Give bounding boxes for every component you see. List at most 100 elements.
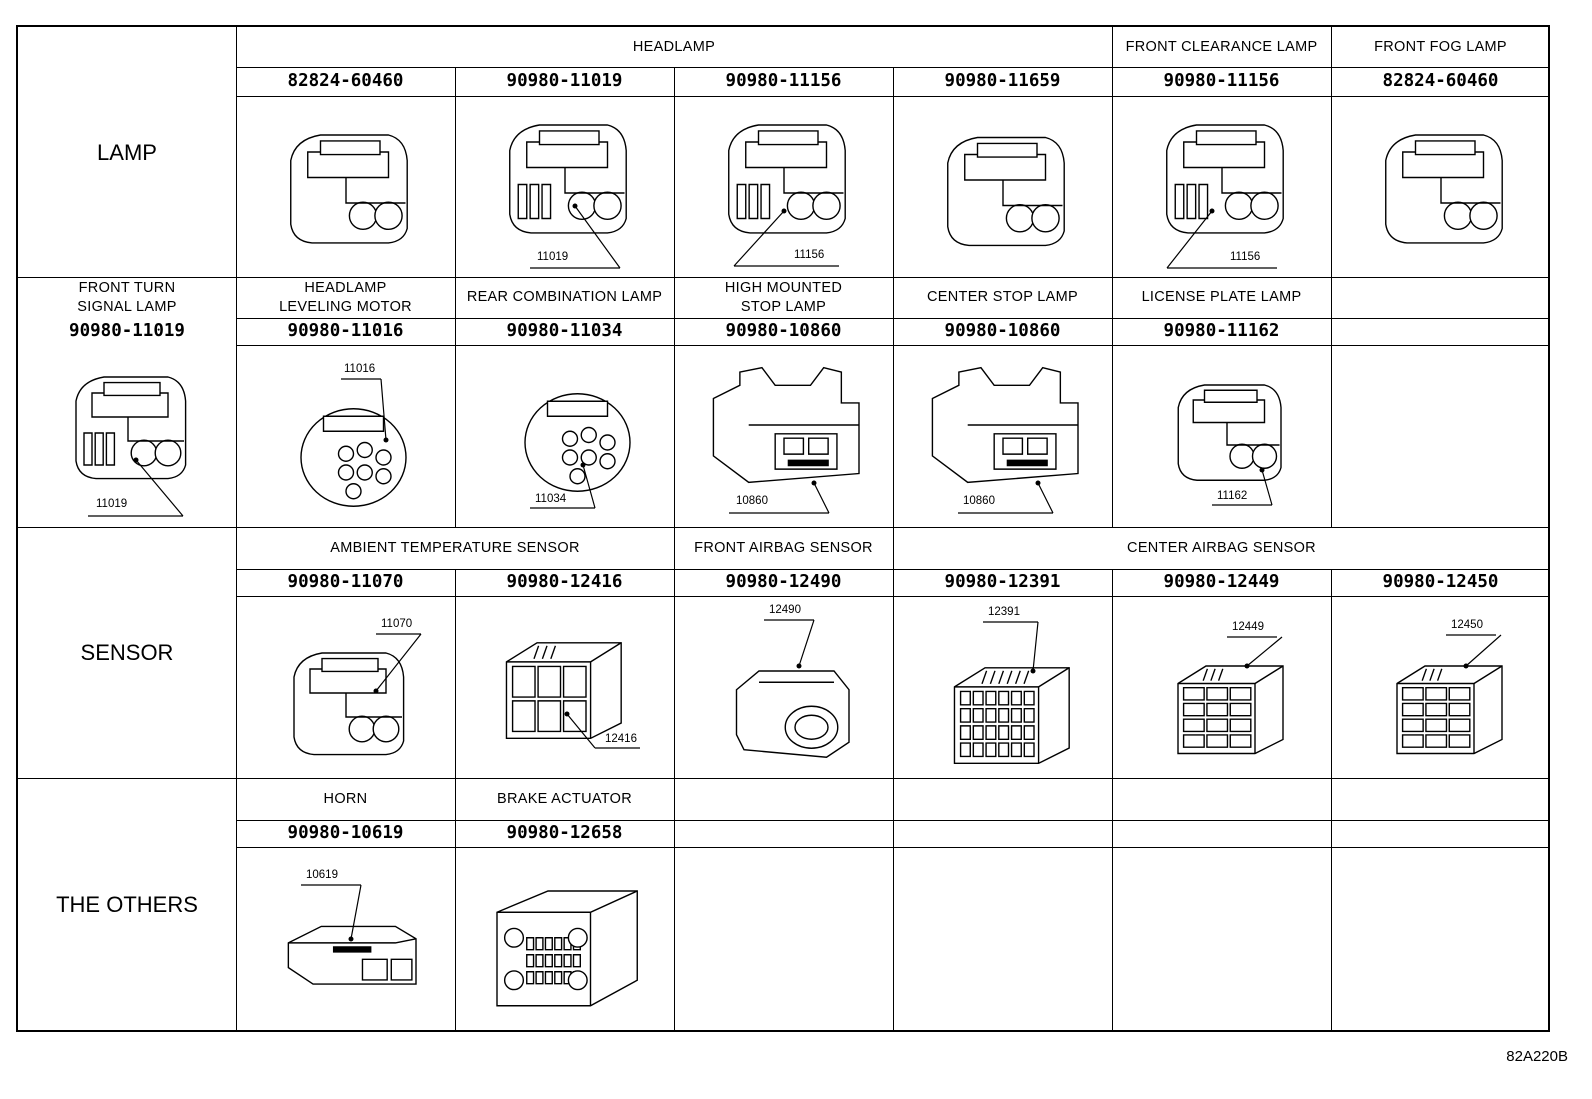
callout-label: 12416 [605,733,637,745]
grid-line [18,778,1550,779]
connector-90980-11034-drawing [495,360,645,510]
grid-line [455,277,456,527]
grid-line [893,778,894,1030]
connector-90980-10619-drawing [261,877,431,1017]
callout-leader [674,596,893,669]
grid-line [18,527,1550,528]
part-number: 90980-10619 [287,823,404,843]
part-number: 90980-10860 [725,321,842,341]
part-number: 90980-11034 [506,321,623,341]
connector-90980-11162-drawing [1152,360,1302,500]
callout-label: 10860 [736,495,768,507]
grid-line [674,569,675,778]
grid-line [893,277,894,527]
callout-leader [674,208,893,278]
callout-leader [455,203,674,278]
callout-leader [1112,596,1331,669]
connector-90980-11156-drawing [1137,101,1307,251]
connector-90980-11019-drawing [480,101,650,251]
header-brake-actuator: BRAKE ACTUATOR [497,790,632,807]
callout-label: 11034 [535,493,567,505]
callout-leader [236,345,389,443]
connector-90980-11156-drawing [699,101,869,251]
category-lamp: LAMP [97,139,157,165]
grid-line [1112,277,1113,527]
grid-line [1331,27,1332,67]
connector-90980-12449-drawing [1157,641,1297,761]
grid-line [674,277,675,527]
grid-line [674,67,675,277]
header-ambient-temperature-sensor: AMBIENT TEMPERATURE SENSOR [330,539,580,556]
callout-label: 11156 [1230,251,1261,263]
part-number: 90980-12391 [944,572,1061,592]
header-lamp-row2-2: REAR COMBINATION LAMP [466,289,663,305]
connector-90980-10860-drawing [694,350,874,500]
callout-leader [236,847,455,942]
callout-leader [564,711,674,778]
part-number: 90980-12490 [725,572,842,592]
diagram-code: 82A220B [1506,1048,1568,1065]
grid-line [1331,569,1332,778]
part-number: 90980-11156 [1163,71,1280,91]
grid-line [455,778,456,1030]
grid-line [893,67,894,277]
part-number: 82824-60460 [1382,71,1499,91]
connector-90980-11659-drawing [918,106,1088,271]
callout-leader [1331,596,1550,669]
header-front-clearance-lamp: FRONT CLEARANCE LAMP [1125,38,1318,55]
header-front-turn-signal-lamp: FRONT TURN SIGNAL LAMP [77,279,177,315]
header-center-airbag-sensor: CENTER AIRBAG SENSOR [1127,539,1316,556]
part-number: 90980-11016 [287,321,404,341]
callout-leader [18,457,237,527]
part-number: 90980-12449 [1163,572,1280,592]
callout-label: 11016 [344,363,376,375]
callout-leader [455,462,674,527]
header-front-airbag-sensor: FRONT AIRBAG SENSOR [694,539,873,556]
header-lamp-row2-1: HEADLAMP LEVELING MOTOR [279,279,412,315]
callout-label: 12449 [1232,621,1264,633]
part-number: 90980-11019 [506,71,623,91]
connector-90980-12416-drawing [470,616,650,746]
callout-label: 12490 [769,604,801,616]
header-lamp-row2-5: LICENSE PLATE LAMP [1141,289,1302,305]
part-number: 82824-60460 [287,71,404,91]
category-others: THE OTHERS [56,891,198,917]
connector-90980-12658-drawing [480,867,650,1017]
callout-leader [1112,467,1331,527]
header-lamp-row2-4: CENTER STOP LAMP [927,289,1078,305]
connector-90980-11016-drawing [271,375,421,525]
grid-line [18,277,1550,278]
grid-line [674,527,675,569]
callout-label: 10860 [963,495,995,507]
part-number: 90980-12416 [506,572,623,592]
grid-line [1331,277,1332,527]
part-number: 90980-11070 [287,572,404,592]
grid-line [893,569,894,778]
callout-leader [893,596,1112,674]
callout-label: 11019 [537,251,569,263]
grid-line [1331,67,1332,277]
callout-leader [373,596,455,694]
connector-90980-11019-drawing [48,350,208,500]
callout-leader [1112,208,1331,278]
connector-90980-12450-drawing [1376,641,1516,761]
grid-line [674,778,675,1030]
header-lamp-row2-3: HIGH MOUNTED STOP LAMP [724,279,843,315]
grid-line [455,569,456,778]
grid-line [1331,778,1332,1030]
part-number: 90980-10860 [944,321,1061,341]
part-number: 90980-11162 [1163,321,1280,341]
connector-90980-10860-drawing [913,350,1093,500]
callout-label: 12391 [988,606,1020,618]
callout-label: 10619 [306,869,338,881]
connector-82824-60460-drawing [261,106,431,266]
callout-label: 11162 [1217,490,1248,502]
header-headlamp: HEADLAMP [632,38,716,55]
header-horn: HORN [323,790,368,807]
grid-line [1112,67,1113,277]
part-number: 90980-11156 [725,71,842,91]
grid-line [893,527,894,569]
header-front-fog-lamp: FRONT FOG LAMP [1374,38,1507,55]
connector-90980-12391-drawing [923,641,1093,771]
callout-label: 12450 [1451,619,1483,631]
